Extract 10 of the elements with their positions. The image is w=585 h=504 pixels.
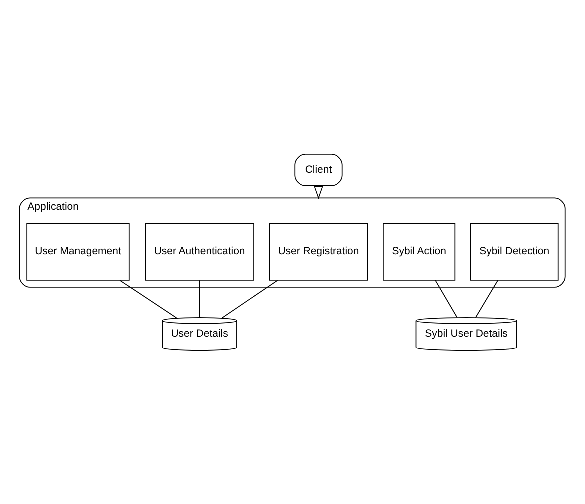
node-box: User Registration — [269, 222, 368, 280]
connector — [435, 280, 458, 318]
node-box: User Management — [26, 222, 130, 280]
node-box: Sybil Action — [383, 222, 456, 280]
connector — [222, 280, 278, 318]
connector — [120, 280, 178, 318]
node-box: Sybil Detection — [470, 222, 559, 280]
connector — [475, 280, 499, 318]
node-box: User Authentication — [145, 222, 254, 280]
connector — [199, 280, 200, 318]
